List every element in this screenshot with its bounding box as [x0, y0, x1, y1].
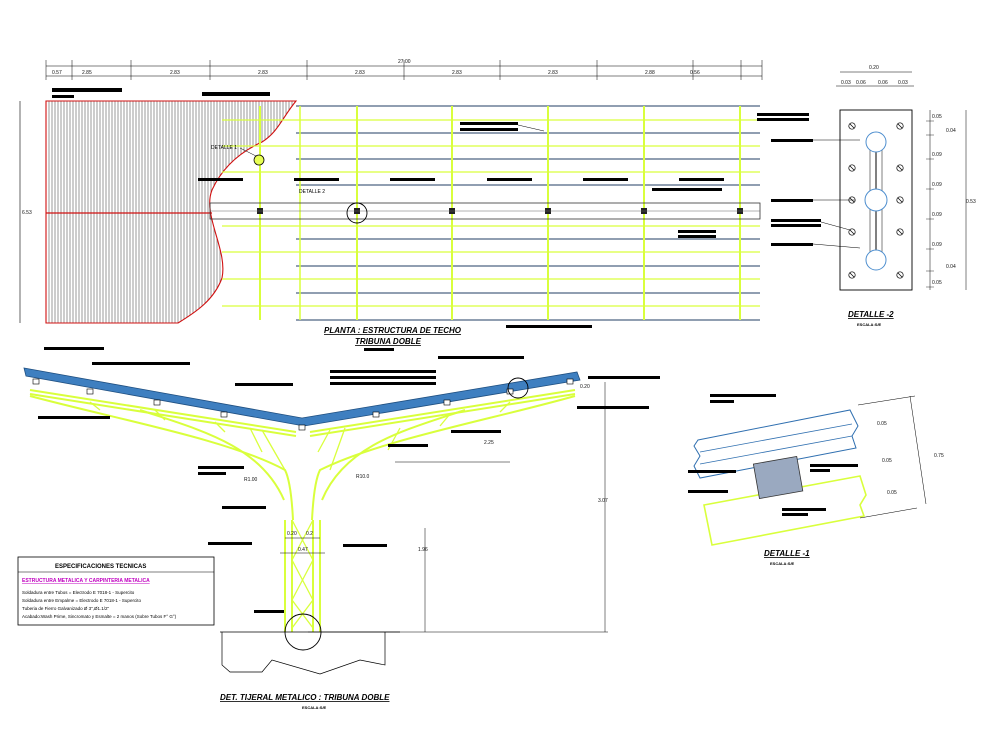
truss-web	[317, 429, 331, 453]
truss-web	[291, 519, 314, 561]
detail2-pipe-bottom	[865, 249, 887, 271]
detail2-right-dim: 0.09	[932, 212, 942, 218]
purlin-profile	[220, 411, 228, 418]
svg-text:0.05: 0.05	[882, 458, 892, 464]
truss-web	[154, 409, 166, 421]
section-title: DET. TIJERAL METALICO : TRIBUNA DOBLE	[220, 693, 390, 702]
section-scale: ESCALA:S/E	[302, 705, 327, 710]
purlin-profile	[86, 388, 94, 395]
section-top-dim: 0.20	[580, 384, 590, 390]
plan-trusses	[257, 106, 743, 320]
detail2-right-dim: 0.04	[946, 128, 956, 134]
section-radius-left: R1.00	[244, 477, 258, 483]
svg-text:0.03: 0.03	[841, 80, 851, 86]
purlin-profile	[32, 378, 40, 385]
plan-height-dim: 6.53	[22, 210, 32, 216]
spec-line: Soldadura entre Tubos = Electrodo E 7018…	[22, 590, 135, 595]
plan-bay-dim: 2.83	[452, 70, 462, 76]
truss-web	[291, 559, 314, 601]
truss-web	[214, 421, 226, 433]
plan-bay-dim: 2.83	[170, 70, 180, 76]
plan-purlins	[222, 105, 760, 321]
plan-roof-cover-hatch	[45, 100, 298, 324]
detail2-pipe-center	[864, 188, 888, 212]
detail1-title: DETALLE -1	[764, 549, 810, 558]
plan-bay-dim: 2.88	[645, 70, 655, 76]
detail2-right-dim: 0.05	[932, 280, 942, 286]
svg-text:0.20: 0.20	[287, 531, 297, 537]
svg-text:0.2: 0.2	[306, 531, 313, 537]
detail2-marker	[346, 202, 368, 224]
svg-text:0.05: 0.05	[877, 421, 887, 427]
plan-bay-dim: 0.56	[690, 70, 700, 76]
purlin-profile	[298, 424, 306, 431]
detail2-total-height: 0.53	[966, 199, 976, 205]
detail2-top-width: 0.20	[869, 65, 879, 71]
specs-title: ESPECIFICACIONES TECNICAS	[55, 564, 146, 570]
detail2-right-dim: 0.09	[932, 242, 942, 248]
detail1-scale: ESCALA:S/E	[770, 561, 795, 566]
spec-line: Tuberia de Fierro Galvanizado Ø 3",Ø1.1/…	[22, 606, 109, 611]
plan-bay-dim: 2.83	[258, 70, 268, 76]
truss-web	[89, 401, 101, 411]
detail1-callout-circle	[507, 377, 529, 399]
detail2-scale: ESCALA:S/E	[857, 322, 882, 327]
truss-web	[249, 427, 263, 453]
truss-web	[329, 427, 346, 471]
truss-section: 2.25 0.20 3.07 1.96 0.20 0.2 0.47 R1.00 …	[23, 347, 660, 710]
purlin-profile	[372, 411, 380, 418]
detail1-total: 0.75	[934, 453, 944, 459]
svg-text:0.06: 0.06	[856, 80, 866, 86]
purlin-profile	[153, 399, 161, 406]
svg-text:0.05: 0.05	[887, 490, 897, 496]
detail2-right-dim: 0.05	[932, 114, 942, 120]
purlin-profile	[566, 378, 574, 385]
detail1-purlin-block	[752, 455, 804, 500]
section-column-height: 1.96	[418, 547, 428, 553]
detail2-right-dims: 0.05 0.04 0.09 0.09 0.09 0.09 0.04 0.05	[926, 114, 956, 288]
plan-total-width: 27.00	[398, 59, 411, 65]
detail2-tag: DETALLE 2	[299, 189, 325, 195]
plan-bay-ticks: 0.57 2.85 2.83 2.83 2.83 2.83 2.83 2.88 0.56	[45, 60, 763, 80]
svg-text:0.06: 0.06	[878, 80, 888, 86]
plan-bay-dim: 2.83	[355, 70, 365, 76]
truss-web	[499, 401, 511, 413]
plan-bay-dim: 0.57	[52, 70, 62, 76]
detail2-pipe-top	[865, 131, 887, 153]
detail2-title: DETALLE -2	[848, 310, 894, 319]
detail1-marker	[253, 154, 265, 166]
truss-roof-cover	[23, 367, 581, 427]
plan-subtitle: TRIBUNA DOBLE	[355, 337, 422, 346]
spec-line: Acabado:Wash Prime, Sincromato y Esmalte…	[22, 614, 177, 619]
specs-subtitle: ESTRUCTURA METALICA Y CARPINTERIA METALI…	[22, 578, 150, 584]
plan-title: PLANTA : ESTRUCTURA DE TECHO	[324, 326, 462, 335]
purlin-profile	[443, 399, 451, 406]
svg-text:0.03: 0.03	[898, 80, 908, 86]
detail2-bolts	[848, 122, 904, 279]
detail1-tag: DETALLE 1	[211, 145, 237, 151]
truss-web	[261, 429, 286, 471]
plan-bay-dim: 2.83	[548, 70, 558, 76]
detail2-right-dim: 0.09	[932, 182, 942, 188]
detail2-view: 0.20 0.03 0.06 0.06 0.03 0.53 0.050.040.…	[771, 65, 976, 327]
detail2-right-dim: 0.09	[932, 152, 942, 158]
section-radius-right: R10.0	[356, 474, 370, 480]
section-overhang-dim: 2.25	[484, 440, 494, 446]
detail1-view: 0.75 0.05 0.05 0.05 DETALLE -1 ESCALA:S/…	[688, 394, 944, 566]
detail2-right-dim: 0.04	[946, 264, 956, 270]
truss-purlins	[32, 378, 574, 431]
truss-web	[439, 413, 451, 427]
section-total-height: 3.07	[598, 498, 608, 504]
section-column-width: 0.47	[298, 547, 308, 553]
spec-line: Soldadura entre Empalme = Electrodo E 70…	[22, 598, 141, 603]
specs-table: ESPECIFICACIONES TECNICAS ESTRUCTURA MET…	[17, 556, 215, 626]
plan-bay-dim: 2.85	[82, 70, 92, 76]
